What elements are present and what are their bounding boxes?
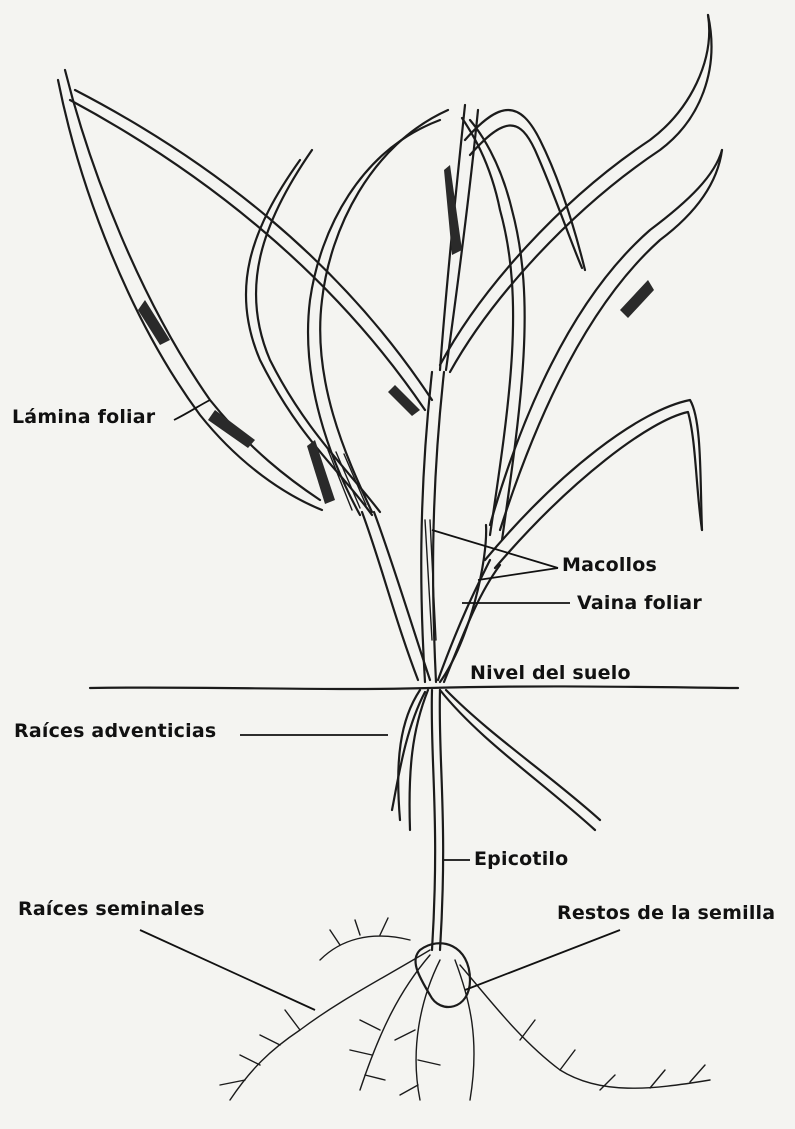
label-nivel-suelo: Nivel del suelo bbox=[470, 662, 631, 684]
label-vaina-foliar: Vaina foliar bbox=[577, 592, 702, 614]
seed-remains bbox=[415, 943, 470, 1007]
epicotyl bbox=[432, 690, 435, 950]
seminal-roots bbox=[220, 918, 710, 1100]
soil-line bbox=[90, 686, 738, 689]
label-macollos: Macollos bbox=[562, 554, 657, 576]
leaf-blades bbox=[58, 15, 722, 568]
label-raices-adventicias: Raíces adventicias bbox=[14, 720, 216, 742]
adventitious-roots bbox=[392, 690, 600, 830]
label-epicotilo: Epicotilo bbox=[474, 848, 568, 870]
label-raices-seminales: Raíces seminales bbox=[18, 898, 205, 920]
label-lamina-foliar: Lámina foliar bbox=[12, 406, 155, 428]
label-restos-semilla: Restos de la semilla bbox=[557, 902, 775, 924]
